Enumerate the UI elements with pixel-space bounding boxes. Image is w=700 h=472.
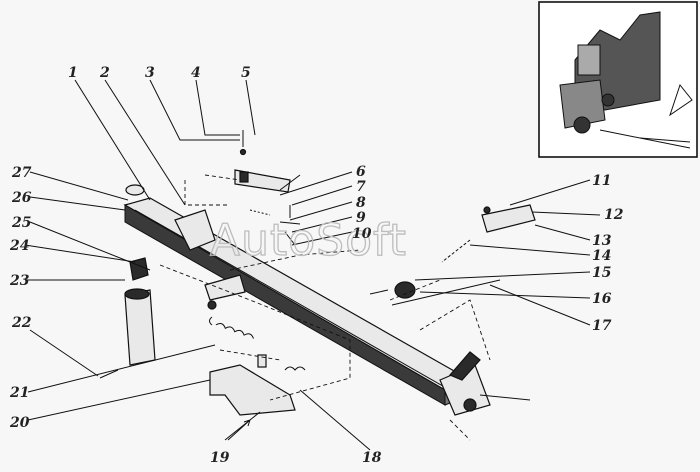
- callout-18: 18: [362, 450, 382, 466]
- bushing-13: [481, 204, 536, 233]
- inset-machine-view: [538, 1, 698, 158]
- plate-25: [204, 274, 246, 301]
- callout-2: 2: [99, 65, 110, 81]
- callout-19: 19: [210, 450, 230, 466]
- bolt-16: [369, 289, 389, 295]
- callout-1: 1: [68, 65, 78, 81]
- frame-beam: [123, 197, 472, 406]
- bracket-20: [209, 364, 296, 416]
- callout-15: 15: [592, 265, 611, 281]
- callout-10: 10: [352, 226, 372, 242]
- callout-26: 26: [11, 190, 32, 206]
- callout-4: 4: [191, 65, 201, 81]
- pin-18: [257, 354, 267, 368]
- spring-18: [284, 366, 306, 371]
- disc-15: [394, 281, 416, 299]
- callout-14: 14: [592, 248, 611, 264]
- pin-22: [99, 369, 119, 379]
- bolt-24: [207, 300, 217, 310]
- callout-16: 16: [592, 291, 612, 307]
- callout-6: 6: [356, 164, 366, 180]
- callout-17: 17: [592, 318, 612, 334]
- callout-11: 11: [592, 173, 611, 189]
- callout-12: 12: [604, 207, 624, 223]
- assembly-guides: [159, 174, 491, 441]
- callout-27: 27: [11, 165, 32, 181]
- spring-14: [441, 239, 471, 263]
- arrow-icon: [227, 419, 251, 441]
- callout-25: 25: [11, 215, 31, 231]
- callout-9: 9: [356, 210, 366, 226]
- callout-8: 8: [356, 195, 366, 211]
- mount-bracket: [174, 209, 216, 251]
- callout-21: 21: [9, 385, 29, 401]
- callout-3: 3: [145, 65, 155, 81]
- sleeve-23: [124, 289, 156, 366]
- watermark: AutoSoft: [210, 215, 407, 266]
- callout-5: 5: [241, 65, 251, 81]
- ball-11: [483, 206, 491, 214]
- callout-13: 13: [592, 233, 612, 249]
- callout-7: 7: [356, 179, 366, 195]
- callout-labels: 1 2 3 4 5 6 7 8 9 10 11 12 13 14 15 16 1…: [9, 65, 624, 466]
- callout-24: 24: [9, 238, 29, 254]
- leader-lines: [24, 79, 601, 451]
- spring-6: [249, 209, 271, 216]
- callout-20: 20: [9, 415, 30, 431]
- callout-22: 22: [11, 315, 32, 331]
- callout-23: 23: [9, 273, 30, 289]
- spring-21: [215, 323, 254, 339]
